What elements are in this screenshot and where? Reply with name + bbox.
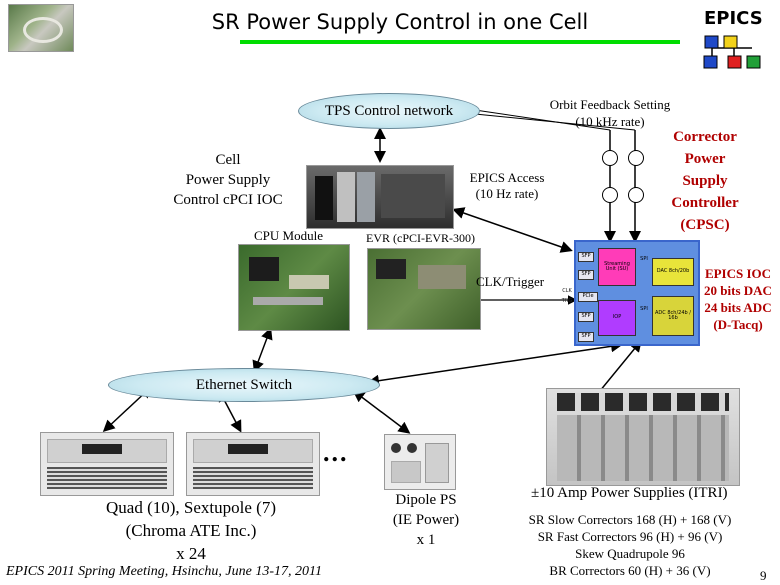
chroma-supply-label: Quad (10), Sextupole (7) (Chroma ATE Inc… bbox=[106, 498, 276, 563]
more-supplies-ellipsis: ... bbox=[323, 438, 349, 467]
tps-control-network: TPS Control network bbox=[298, 93, 480, 129]
cpsc-streaming-unit: Streaming Unit (SU) bbox=[598, 248, 636, 286]
epics-logo: EPICS bbox=[692, 4, 776, 70]
cpsc-clk-label: CLK bbox=[562, 288, 572, 295]
cpsc-sfp-port: SFP bbox=[578, 270, 594, 280]
title-underline bbox=[240, 40, 680, 44]
cpu-module-label: CPU Module bbox=[254, 228, 323, 243]
cpsc-sfp-port: SFP bbox=[578, 312, 594, 322]
cpsc-spi-label: SPI bbox=[640, 306, 648, 313]
clk-trigger-label: CLK/Trigger bbox=[476, 274, 545, 289]
cpsc-iop: IOP bbox=[598, 300, 636, 336]
evr-card-photo bbox=[367, 248, 481, 330]
chroma-power-supply-photo bbox=[40, 432, 174, 496]
feedback-node bbox=[628, 150, 644, 166]
feedback-node bbox=[602, 187, 618, 203]
tps-network-label: TPS Control network bbox=[324, 102, 454, 119]
corrector-list-item: SR Fast Correctors 96 (H) + 96 (V) bbox=[537, 529, 723, 544]
corrector-list-item: Skew Quadrupole 96 bbox=[575, 546, 685, 561]
cpsc-dac: DAC 8ch/20b bbox=[652, 258, 694, 286]
facility-aerial-photo bbox=[8, 4, 74, 52]
cpsc-adc: ADC 8ch/24b / 16b bbox=[652, 296, 694, 336]
cpsc-sfp-port: SFP bbox=[578, 332, 594, 342]
chroma-power-supply-photo bbox=[186, 432, 320, 496]
ethernet-switch-label: Ethernet Switch bbox=[195, 376, 293, 393]
slide-title: SR Power Supply Control in one Cell bbox=[211, 10, 589, 34]
page-number: 9 bbox=[760, 568, 767, 583]
evr-label: EVR (cPCI-EVR-300) bbox=[366, 231, 475, 245]
ioc-label: Cell Power Supply Control cPCI IOC bbox=[173, 152, 283, 208]
cpsc-details: EPICS IOC 20 bits DAC 24 bits ADC (D-Tac… bbox=[704, 266, 772, 332]
cpsc-pcie-label: PCIe bbox=[578, 292, 598, 302]
cpsc-title: Corrector Power Supply Controller (CPSC) bbox=[671, 129, 739, 233]
cpsc-spi-label: SPI bbox=[640, 256, 648, 263]
feedback-node bbox=[628, 187, 644, 203]
cpci-ioc-chassis-photo bbox=[306, 165, 454, 229]
itri-power-supply-rack-photo bbox=[546, 388, 740, 486]
epics-logo-graphic bbox=[703, 35, 761, 69]
epics-access-label: EPICS Access (10 Hz rate) bbox=[469, 170, 545, 201]
footer-meeting: EPICS 2011 Spring Meeting, Hsinchu, June… bbox=[6, 564, 322, 579]
cpu-module-photo bbox=[238, 244, 350, 331]
dipole-power-supply-photo bbox=[384, 434, 456, 490]
cpsc-block-diagram: SFP SFP CLK TRG PCIe SFP Streaming Unit … bbox=[562, 240, 700, 346]
ethernet-switch: Ethernet Switch bbox=[108, 368, 380, 402]
orbit-feedback-label: Orbit Feedback Setting (10 kHz rate) bbox=[549, 97, 671, 129]
dipole-supply-label: Dipole PS (IE Power) x 1 bbox=[392, 492, 460, 548]
epics-logo-text: EPICS bbox=[704, 8, 763, 29]
corrector-list-item: SR Slow Correctors 168 (H) + 168 (V) bbox=[528, 512, 732, 527]
itri-supply-title: ±10 Amp Power Supplies (ITRI) bbox=[531, 485, 728, 501]
feedback-node bbox=[602, 150, 618, 166]
cpsc-sfp-port: SFP bbox=[578, 252, 594, 262]
corrector-list-item: BR Correctors 60 (H) + 36 (V) bbox=[549, 563, 711, 578]
cpsc-trg-label: TRG bbox=[561, 298, 573, 305]
corrector-list: SR Slow Correctors 168 (H) + 168 (V) SR … bbox=[505, 511, 755, 579]
